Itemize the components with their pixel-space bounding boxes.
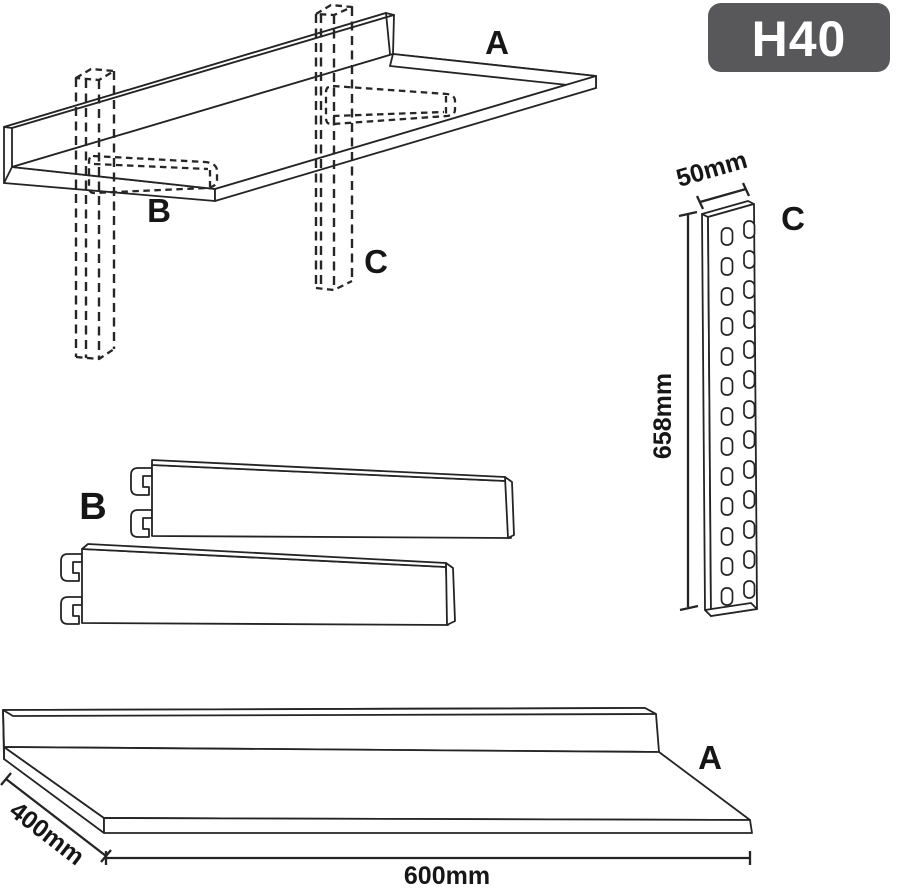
rail-slot xyxy=(720,527,734,546)
dimension-tick xyxy=(695,195,705,210)
rail-slot xyxy=(743,460,756,479)
rail-width-dimension: 50mm xyxy=(673,146,751,210)
bracket-lower xyxy=(60,543,456,626)
bracket-end-cap xyxy=(504,476,515,539)
rail-bottom-edge xyxy=(315,279,353,292)
shelf-front-face xyxy=(214,75,597,202)
bracket-outline xyxy=(324,84,457,126)
shelf-detail-drawing: 400mm 600mm A xyxy=(0,707,753,888)
rail-slot xyxy=(720,467,734,486)
rail-slot xyxy=(743,220,756,239)
bracket-hook xyxy=(130,467,153,496)
rail-top-face xyxy=(74,67,116,82)
rail-slot xyxy=(743,490,756,509)
rail-slot xyxy=(720,437,734,456)
rail-slot xyxy=(720,227,734,246)
rail-height-dimension: 658mm xyxy=(649,210,699,612)
rail-detail-drawing: 50mm 658mm C xyxy=(649,146,805,617)
assembly-drawing: A B C xyxy=(3,3,597,361)
rail-detail-label: C xyxy=(781,200,805,237)
assembly-bracket-right-ghost xyxy=(324,84,457,126)
assembly-label-a: A xyxy=(485,24,509,61)
rail-slot xyxy=(743,580,756,599)
shelf-top-face xyxy=(3,746,751,821)
rail-slot xyxy=(743,310,756,329)
rail-slot xyxy=(720,257,734,276)
shelf-lip-top-face xyxy=(2,707,657,717)
dimension-line xyxy=(5,778,107,857)
bracket-hook xyxy=(60,596,83,625)
rail-top-face xyxy=(314,3,354,17)
dimension-tick xyxy=(678,210,698,218)
back-lip-right-end-edge xyxy=(385,12,391,55)
badge-label: H40 xyxy=(752,11,847,67)
assembly-wall-rail-right-ghost xyxy=(314,3,354,292)
rail-slot xyxy=(720,407,734,426)
rail-bottom-face xyxy=(704,602,758,617)
dimension-tick xyxy=(679,604,699,612)
rail-slot xyxy=(743,550,756,569)
shelf-length-value: 600mm xyxy=(404,862,490,888)
rail-slot xyxy=(743,400,756,419)
rail-slot xyxy=(743,370,756,389)
bracket-bottom-inner-line xyxy=(332,110,445,118)
rail-slot xyxy=(720,317,734,336)
dimension-tick xyxy=(0,772,12,786)
bracket-hook xyxy=(130,509,153,538)
assembly-label-c: C xyxy=(364,243,388,280)
rail-slot xyxy=(720,287,734,306)
rail-slot xyxy=(743,280,756,299)
model-badge: H40 xyxy=(708,3,890,72)
rail-slot xyxy=(743,520,756,539)
shelf-length-dimension: 600mm xyxy=(104,851,752,888)
dimension-line xyxy=(699,187,747,204)
badge-background xyxy=(708,3,890,72)
rail-slot xyxy=(720,587,734,606)
bracket-end-cap xyxy=(445,562,456,626)
bracket-upper xyxy=(130,459,515,539)
rail-bottom-edge xyxy=(75,348,115,361)
rail-slot xyxy=(743,340,756,359)
assembly-shelf-solid xyxy=(3,12,597,202)
bracket-outline xyxy=(87,154,219,195)
assembly-bracket-left-ghost xyxy=(87,154,219,195)
rail-slot-column-left xyxy=(720,227,734,606)
brackets-detail-drawing: B xyxy=(60,459,515,626)
dimension-tick xyxy=(741,182,751,197)
rail-slot xyxy=(743,430,756,449)
brackets-detail-label: B xyxy=(79,486,106,528)
assembly-label-b: B xyxy=(147,192,171,229)
rail-slot xyxy=(743,250,756,269)
bracket-hook xyxy=(60,553,83,582)
shelf-detail-label: A xyxy=(698,739,722,776)
rail-slot xyxy=(720,377,734,396)
assembly-wall-rail-left-ghost xyxy=(74,67,116,361)
shelf-left-edge xyxy=(2,709,5,760)
rail-slot-column-right xyxy=(743,220,756,599)
rail-slot xyxy=(720,557,734,576)
bracket-top-inner-line xyxy=(93,162,209,171)
rail-height-value: 658mm xyxy=(649,373,677,459)
rail-width-value: 50mm xyxy=(673,146,750,193)
rail-slot xyxy=(720,497,734,516)
shelf-front-face xyxy=(103,817,753,834)
rail-slot xyxy=(720,347,734,366)
